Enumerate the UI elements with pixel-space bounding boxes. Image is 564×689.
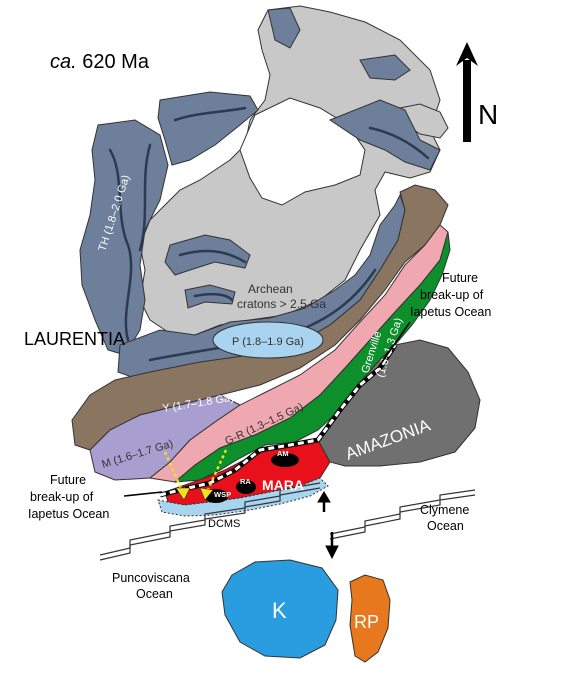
- future-right-2: break-up of: [420, 288, 484, 302]
- grenville-province: [173, 231, 451, 483]
- am-label: AM: [277, 449, 289, 458]
- sediment-source-arrows: [163, 449, 228, 494]
- amazonia-craton: [317, 339, 481, 467]
- future-left-leader: [123, 491, 163, 497]
- arrow-head-right: [199, 487, 214, 501]
- future-right-3: Iapetus Ocean: [410, 305, 491, 319]
- future-right-1: Future: [442, 271, 478, 285]
- spreading-ridge: [99, 482, 476, 561]
- puncoviscana-label-1: Puncoviscana: [112, 571, 190, 585]
- wsp-label: WSP: [214, 490, 231, 499]
- puncoviscana-label-2: Ocean: [136, 587, 173, 601]
- ra-label: RA: [240, 477, 251, 486]
- north-label: N: [478, 99, 498, 130]
- ra-terrane: [236, 480, 256, 494]
- future-right-leader: [377, 321, 411, 369]
- archean-label-2: cratons > 2.5 Ga: [237, 297, 326, 311]
- k-block: [221, 559, 339, 659]
- archean-label-1: Archean: [248, 282, 293, 296]
- rift-line-dashes: [159, 344, 397, 497]
- rp-block: [349, 574, 391, 663]
- clymene-label-2: Ocean: [427, 519, 464, 533]
- mara-label: MARA: [262, 477, 304, 493]
- rp-label: RP: [354, 612, 379, 632]
- fold-traces: [108, 106, 430, 362]
- laurentia-label: LAURENTIA: [24, 329, 125, 349]
- north-arrow: [456, 42, 478, 142]
- clymene-label-1: Clymene: [420, 503, 469, 517]
- dcms-label: DCMS: [208, 518, 240, 530]
- p-province: [212, 321, 324, 359]
- future-left-1: Future: [50, 473, 86, 487]
- k-label: K: [272, 598, 287, 623]
- divergence-arrows: [317, 491, 339, 560]
- future-left-2: break-up of: [30, 490, 94, 504]
- map-title: ca. 620 Ma: [50, 51, 150, 73]
- arrow-head-left: [175, 487, 191, 501]
- inland-sea: [239, 97, 366, 206]
- p-label: P (1.8–1.9 Ga): [232, 336, 304, 348]
- am-terrane: [271, 453, 299, 467]
- future-left-3: Iapetus Ocean: [28, 507, 109, 521]
- dcms-belt: [157, 477, 329, 517]
